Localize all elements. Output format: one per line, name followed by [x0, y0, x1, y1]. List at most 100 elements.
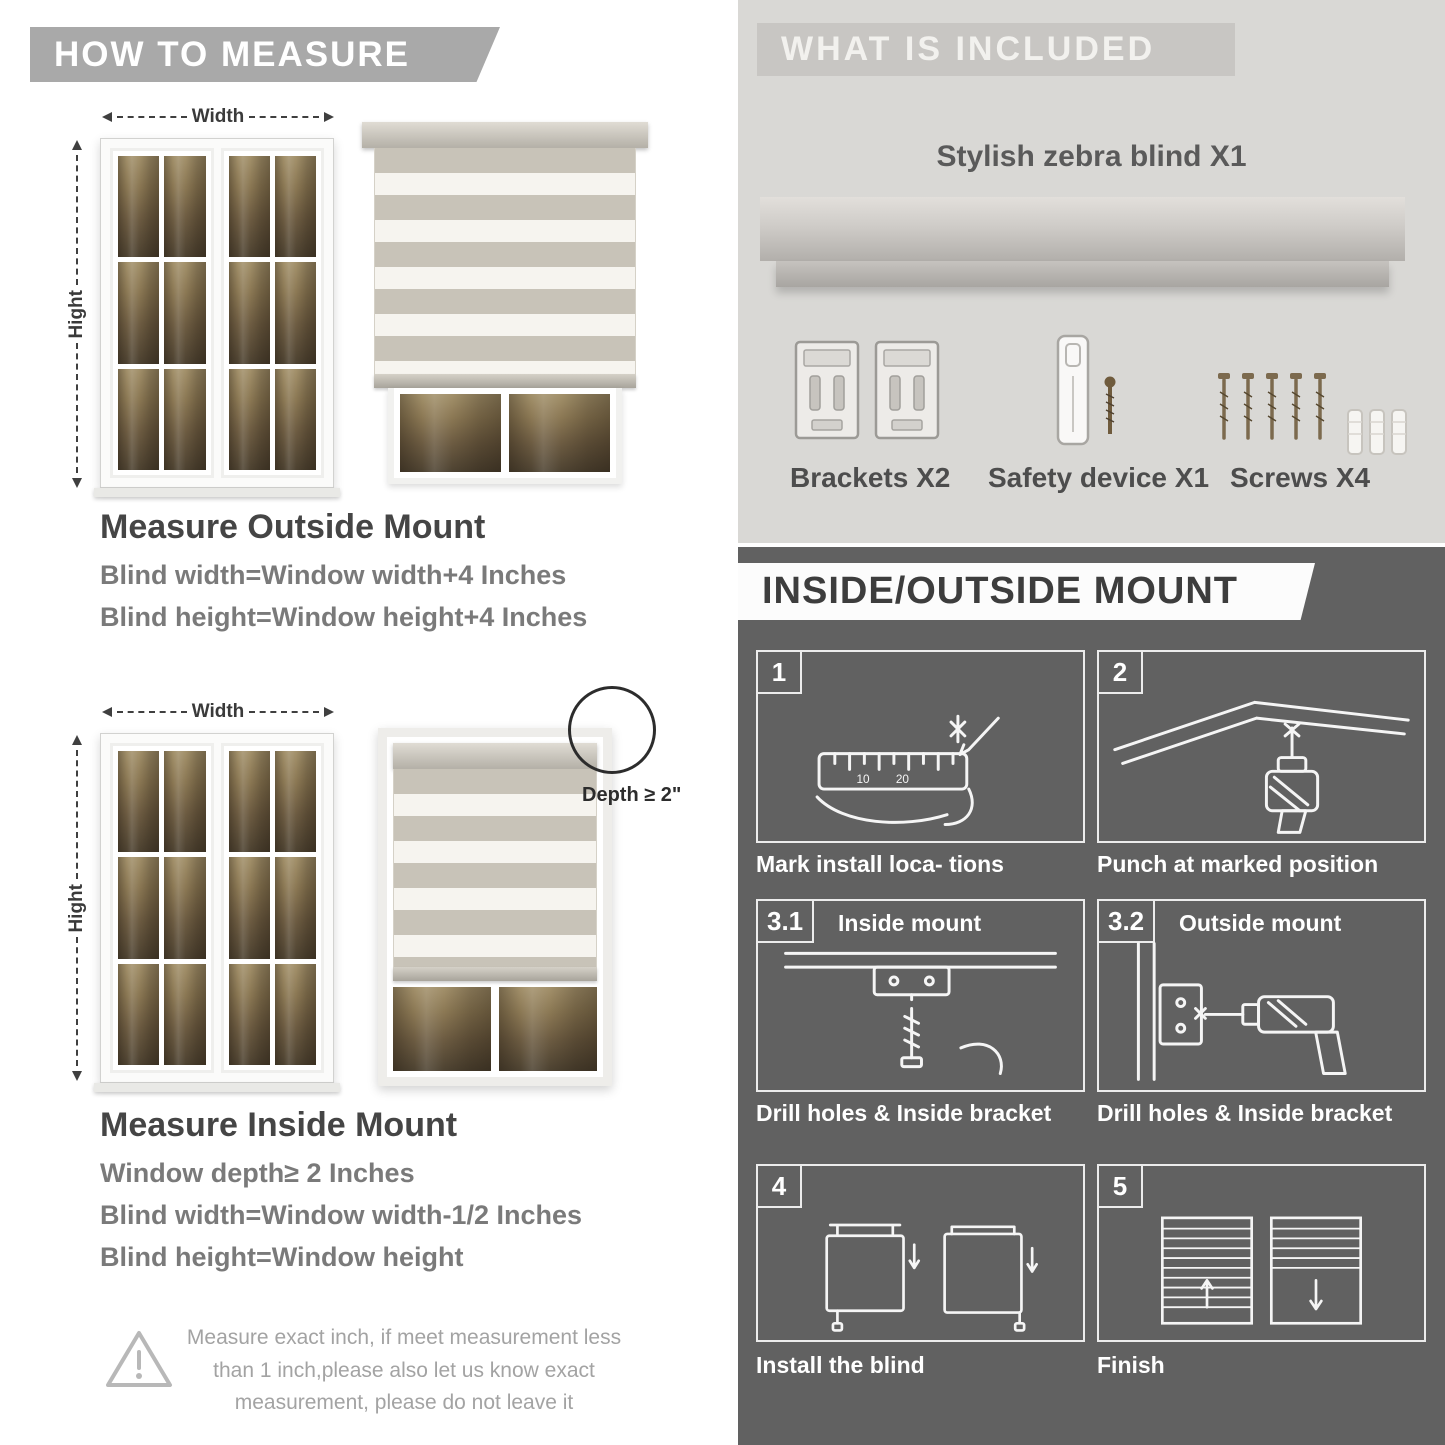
arrowhead-up-icon: [72, 140, 82, 150]
window-pane: [400, 394, 501, 472]
arrowhead-right-icon: [324, 707, 334, 717]
drill-icon: [1113, 700, 1410, 834]
window-pane: [274, 751, 316, 853]
inside-mount-heading: Measure Inside Mount: [100, 1106, 458, 1144]
blind-bottom-rail: [374, 374, 636, 388]
inside-mount-line: Blind width=Window width-1/2 Inches: [100, 1200, 583, 1230]
dashed-line: [117, 116, 187, 118]
safety-device-label: Safety device X1: [988, 462, 1210, 493]
warning-icon: [106, 1331, 172, 1387]
step-number: 1: [758, 652, 802, 694]
dashed-line: [76, 343, 78, 474]
window-pane: [228, 857, 270, 959]
outside-mount-heading: Measure Outside Mount: [100, 508, 486, 546]
window-pane: [393, 987, 491, 1071]
depth-callout-circle: [568, 686, 656, 774]
dashed-line: [249, 116, 319, 118]
window-sill: [94, 1083, 340, 1092]
window-pane: [274, 368, 316, 470]
window-pane: [118, 963, 160, 1065]
step-tile-3-1: 3.1 Inside mount: [756, 899, 1085, 1092]
window-pane: [499, 987, 597, 1071]
step-caption-4: Install the blind: [756, 1352, 925, 1378]
step-tile-5: 5: [1097, 1164, 1426, 1342]
window-sash: [110, 148, 214, 478]
window-sill: [94, 488, 340, 497]
step-number: 5: [1099, 1166, 1143, 1208]
window-pane: [164, 368, 206, 470]
window-pane: [164, 751, 206, 853]
blind-cassette: [393, 743, 597, 769]
outside-mount-line: Blind height=Window height+4 Inches: [100, 602, 588, 632]
step-caption-5: Finish: [1097, 1352, 1165, 1378]
height-arrow-outside: Hight: [66, 140, 88, 489]
step-tile-1: 1 10 20: [756, 650, 1085, 843]
window-sash: [220, 743, 324, 1073]
blind-illustration-inside: [378, 728, 612, 1086]
blind-shade: [374, 148, 636, 374]
outside-mount-line: Blind width=Window width+4 Inches: [100, 560, 567, 590]
blind-headrail-lip: [776, 261, 1389, 287]
window-pane: [118, 751, 160, 853]
blind-headrail-image: [760, 197, 1405, 261]
arrowhead-right-icon: [324, 112, 334, 122]
window-illustration-outside: [100, 138, 334, 488]
window-pane: [509, 394, 610, 472]
screws-label: Screws X4: [1230, 462, 1371, 493]
svg-text:20: 20: [896, 772, 910, 786]
svg-text:10: 10: [856, 772, 870, 786]
step-tile-3-2: 3.2 Outside mount: [1097, 899, 1426, 1092]
finish-blinds-icon: [1161, 1216, 1362, 1325]
mount-banner: INSIDE/OUTSIDE MOUNT: [738, 563, 1315, 620]
step-tile-4: 4: [756, 1164, 1085, 1342]
step-caption-3-1: Drill holes & Inside bracket: [756, 1100, 1052, 1126]
window-pane: [228, 368, 270, 470]
width-label: Width: [191, 701, 245, 722]
window-pane: [118, 857, 160, 959]
dashed-line: [76, 937, 78, 1067]
step-number: 4: [758, 1166, 802, 1208]
measurement-note: Measure exact inch, if meet measurement …: [186, 1326, 622, 1415]
window-pane: [118, 262, 160, 364]
measure-tape-icon: 10 20: [815, 714, 1000, 826]
window-below-blind: [388, 388, 622, 484]
blind-bottom-rail: [393, 967, 597, 981]
window-pane: [274, 156, 316, 258]
zebra-blind-label: Stylish zebra blind X1: [936, 140, 1247, 173]
how-to-measure-banner: HOW TO MEASURE: [30, 27, 500, 82]
blind-shade: [393, 769, 597, 967]
window-pane: [164, 262, 206, 364]
height-label: Hight: [66, 883, 87, 933]
step-title: Outside mount: [1179, 910, 1342, 936]
window-pane: [164, 857, 206, 959]
window-pane: [228, 751, 270, 853]
step-number: 2: [1099, 652, 1143, 694]
depth-label: Depth ≥ 2": [582, 784, 682, 806]
step-number: 3.1: [758, 901, 815, 943]
dashed-line: [249, 711, 319, 713]
window-pane: [274, 857, 316, 959]
blind-cassette: [362, 122, 648, 148]
window-pane: [274, 262, 316, 364]
width-arrow-outside: Width: [102, 106, 334, 128]
mount-title: INSIDE/OUTSIDE MOUNT: [762, 570, 1239, 612]
outside-bracket-drill-icon: [1136, 942, 1347, 1081]
window-pane: [164, 963, 206, 1065]
install-blind-icon: [825, 1223, 1038, 1332]
arrowhead-down-icon: [72, 478, 82, 489]
step-tile-2: 2: [1097, 650, 1426, 843]
width-arrow-inside: Width: [102, 701, 334, 723]
window-pane: [274, 963, 316, 1065]
arrowhead-left-icon: [102, 112, 112, 122]
dashed-line: [76, 155, 78, 285]
window-sash: [110, 743, 214, 1073]
arrowhead-left-icon: [102, 707, 112, 717]
step-caption-1: Mark install loca- tions: [756, 851, 1004, 877]
arrowhead-up-icon: [72, 735, 82, 745]
safety-device-image: [1056, 334, 1116, 446]
inside-mount-line: Blind height=Window height: [100, 1242, 464, 1272]
dashed-line: [76, 750, 78, 879]
window-pane: [228, 262, 270, 364]
brackets-image: [794, 340, 940, 440]
step-number: 3.2: [1099, 901, 1156, 943]
